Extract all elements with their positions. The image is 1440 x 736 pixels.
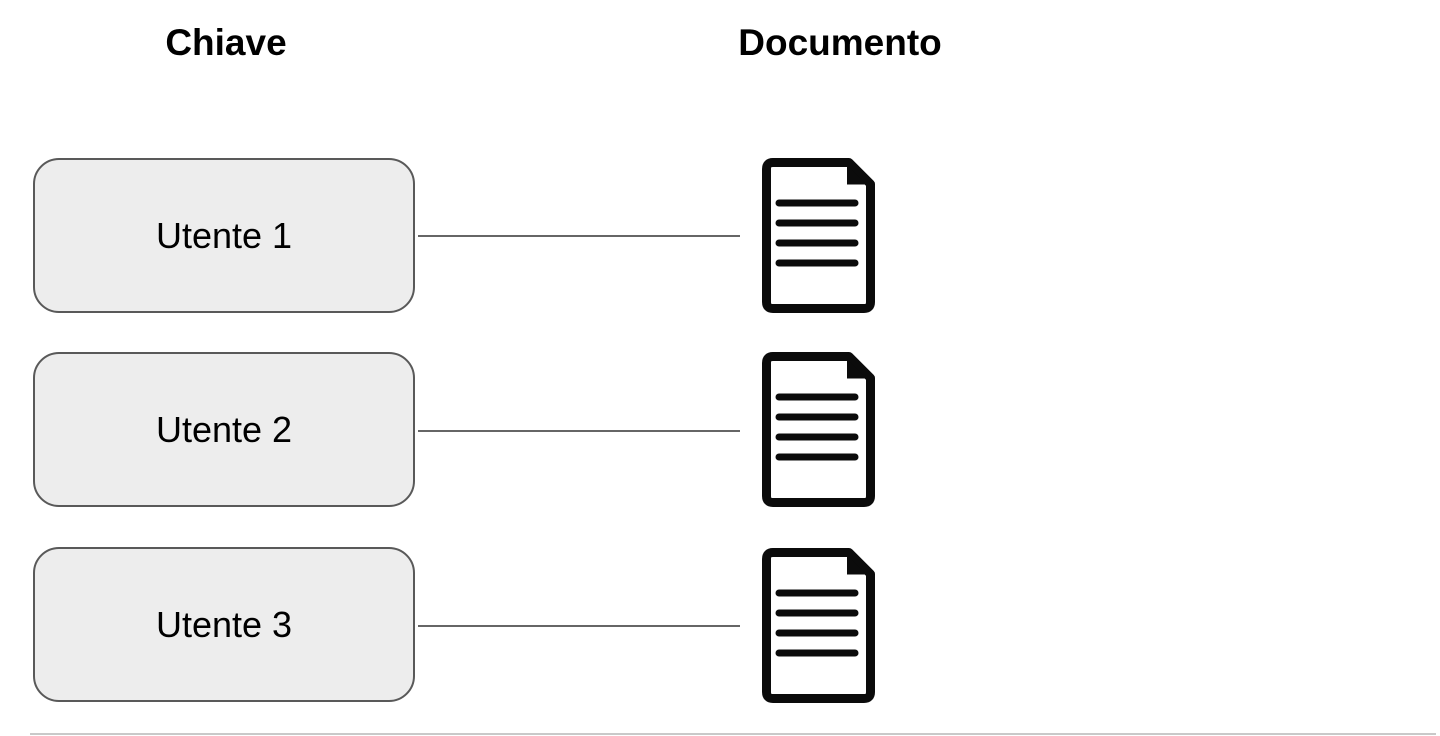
key-box-utente-2: Utente 2 bbox=[33, 352, 415, 507]
key-box-label: Utente 2 bbox=[155, 408, 293, 450]
column-header-documento: Documento bbox=[738, 22, 942, 63]
cropped-edge-artifact bbox=[30, 733, 1436, 735]
document-icon bbox=[762, 158, 875, 313]
column-header-chiave: Chiave bbox=[165, 22, 287, 63]
key-box-utente-3: Utente 3 bbox=[33, 547, 415, 702]
connector-line bbox=[418, 235, 740, 237]
connector-line bbox=[418, 625, 740, 627]
key-box-utente-1: Utente 1 bbox=[33, 158, 415, 313]
document-icon bbox=[762, 352, 875, 507]
key-box-label: Utente 3 bbox=[155, 603, 293, 645]
connector-line bbox=[418, 430, 740, 432]
key-box-label: Utente 1 bbox=[155, 214, 293, 256]
document-icon bbox=[762, 548, 875, 703]
